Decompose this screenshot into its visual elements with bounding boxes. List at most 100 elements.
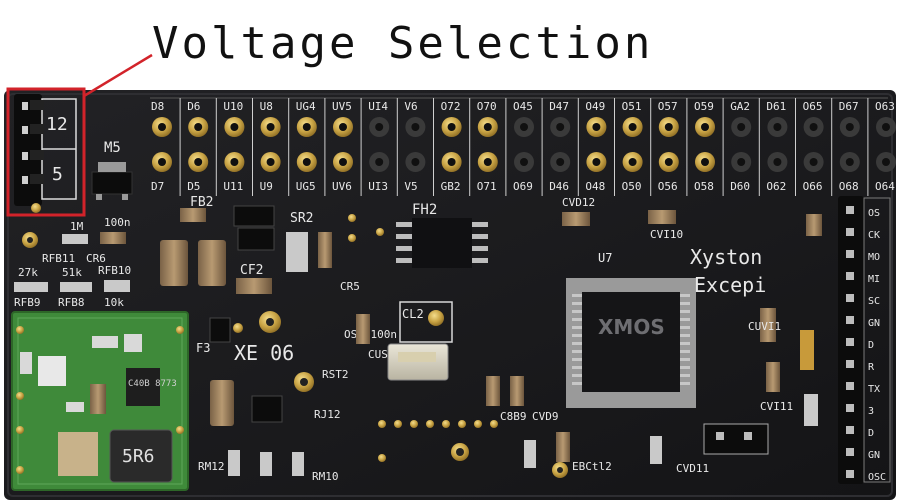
pin-label-bottom: D5 xyxy=(187,180,200,193)
pin-label-top: U8 xyxy=(260,100,273,113)
svg-text:51k: 51k xyxy=(62,266,82,279)
right-header-pin xyxy=(846,360,854,368)
right-header-label: D xyxy=(868,340,874,351)
pin-label-top: O59 xyxy=(694,100,714,113)
svg-text:CVD12: CVD12 xyxy=(562,196,595,209)
right-header-label: MI xyxy=(868,274,880,285)
svg-text:27k: 27k xyxy=(18,266,38,279)
pin-label-top: O45 xyxy=(513,100,533,113)
right-header-pin xyxy=(846,404,854,412)
pin-label-bottom: O62 xyxy=(766,180,786,193)
voltage-selection-box xyxy=(6,87,86,217)
jumper-label-5: 5 xyxy=(52,164,63,185)
right-header-label: TX xyxy=(868,384,880,395)
svg-text:CVD11: CVD11 xyxy=(676,462,709,475)
right-header-label: R xyxy=(868,362,875,373)
pin-label-top: D61 xyxy=(766,100,786,113)
svg-text:CVI10: CVI10 xyxy=(650,228,683,241)
xmos-chip xyxy=(566,278,696,408)
via-row xyxy=(378,420,568,478)
pin-label-top: O51 xyxy=(622,100,642,113)
svg-text:C8B9: C8B9 xyxy=(500,410,527,423)
svg-text:CF2: CF2 xyxy=(240,263,263,278)
pin-label-bottom: UG5 xyxy=(296,180,316,193)
inductor-label: 5R6 xyxy=(122,446,155,467)
right-header-pin xyxy=(846,448,854,456)
pin-label-top: O63 xyxy=(875,100,895,113)
svg-text:RST2: RST2 xyxy=(322,368,349,381)
pin-label-top: O72 xyxy=(441,100,461,113)
pin-label-bottom: O66 xyxy=(803,180,823,193)
svg-text:CL2: CL2 xyxy=(402,307,424,321)
annotation-title: Voltage Selection xyxy=(152,18,654,69)
svg-text:10k: 10k xyxy=(104,296,124,309)
svg-text:100n: 100n xyxy=(104,216,131,229)
pad-layer: D8D7D6D5U10U11U8U9UG4UG5UV5UV6UI4UI3V6V5… xyxy=(151,98,896,483)
svg-text:CR5: CR5 xyxy=(340,280,360,293)
xmos-pins xyxy=(572,294,690,385)
right-header-pin xyxy=(846,294,854,302)
pin-label-bottom: D7 xyxy=(151,180,164,193)
svg-text:OSC2100n: OSC2100n xyxy=(344,328,397,341)
pin-label-top: GA2 xyxy=(730,100,750,113)
svg-text:RM12: RM12 xyxy=(198,460,225,473)
svg-text:RFB9: RFB9 xyxy=(14,296,41,309)
right-header-label: GN xyxy=(868,318,880,329)
pin-label-bottom: O68 xyxy=(839,180,859,193)
pin-label-bottom: O56 xyxy=(658,180,678,193)
pin-label-bottom: GB2 xyxy=(441,180,461,193)
pin-label-top: D67 xyxy=(839,100,859,113)
svg-text:FH2: FH2 xyxy=(412,202,437,218)
annotation-pointer xyxy=(83,53,153,98)
pin-label-top: O49 xyxy=(585,100,605,113)
pin-label-top: UG4 xyxy=(296,100,316,113)
right-header-pin xyxy=(846,316,854,324)
svg-text:RFB11: RFB11 xyxy=(42,252,75,265)
right-header-pin xyxy=(846,338,854,346)
svg-text:CVI11: CVI11 xyxy=(760,400,793,413)
svg-text:RFB8: RFB8 xyxy=(58,296,85,309)
jumper-label-12: 12 xyxy=(46,114,68,135)
m5-label: M5 xyxy=(104,140,121,156)
svg-text:RJ12: RJ12 xyxy=(314,408,341,421)
right-header-label: SC xyxy=(868,296,880,307)
pin-label-bottom: UI3 xyxy=(368,180,388,193)
pin-label-bottom: O71 xyxy=(477,180,497,193)
module-ic-label: C40B 8773 xyxy=(128,379,177,389)
pin-label-bottom: O58 xyxy=(694,180,714,193)
pin-label-bottom: UV6 xyxy=(332,180,352,193)
flash-chip-fh2 xyxy=(396,218,488,268)
svg-text:1M: 1M xyxy=(70,220,84,233)
xmos-logo: XMOS xyxy=(598,315,665,339)
svg-text:EBCtl2: EBCtl2 xyxy=(572,460,612,473)
power-module xyxy=(11,311,189,491)
xyston-label: Xyston xyxy=(690,245,762,269)
right-header-label: GN xyxy=(868,450,880,461)
right-header-label: OS xyxy=(868,208,880,219)
pin-label-bottom: D46 xyxy=(549,180,569,193)
pin-label-top: D8 xyxy=(151,100,164,113)
pin-label-bottom: O48 xyxy=(585,180,605,193)
svg-text:CR6: CR6 xyxy=(86,252,106,265)
pin-label-top: V6 xyxy=(404,100,417,113)
svg-text:SR2: SR2 xyxy=(290,211,313,226)
pin-label-bottom: O69 xyxy=(513,180,533,193)
right-header-pin xyxy=(846,426,854,434)
svg-text:RM10: RM10 xyxy=(312,470,339,483)
right-header-pin xyxy=(846,206,854,214)
pin-label-bottom: O50 xyxy=(622,180,642,193)
pin-label-top: UV5 xyxy=(332,100,352,113)
xe-label: XE 06 xyxy=(234,341,294,365)
svg-text:FB2: FB2 xyxy=(190,195,213,210)
right-header-pin xyxy=(846,382,854,390)
pin-label-top: UI4 xyxy=(368,100,388,113)
svg-text:RFB10: RFB10 xyxy=(98,264,131,277)
pin-label-top: D47 xyxy=(549,100,569,113)
right-header-pin xyxy=(846,228,854,236)
right-header-label: CK xyxy=(868,230,880,241)
excepi-label: Excepi xyxy=(694,273,766,297)
svg-text:U7: U7 xyxy=(598,251,612,265)
pin-label-bottom: O64 xyxy=(875,180,895,193)
svg-text:CVD9: CVD9 xyxy=(532,410,559,423)
